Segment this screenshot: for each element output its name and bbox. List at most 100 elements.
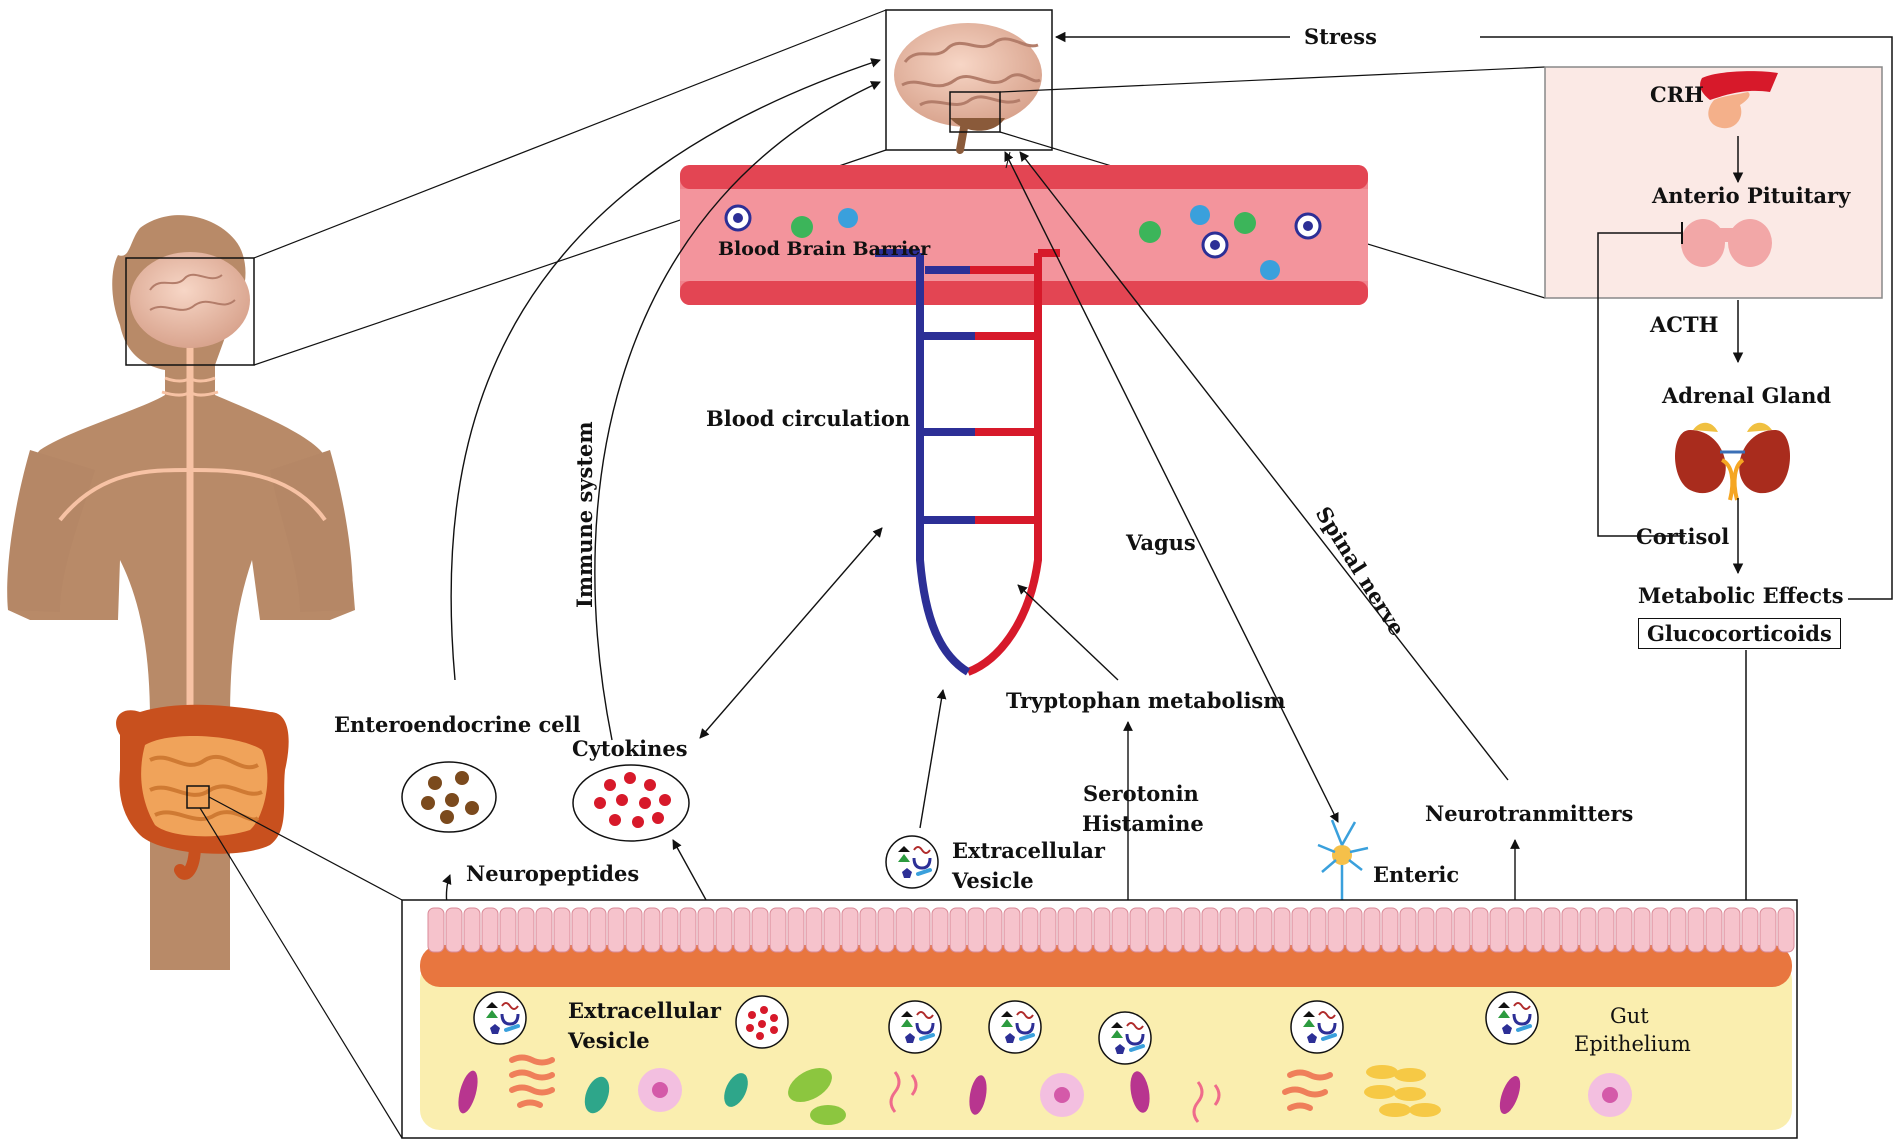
villus — [607, 907, 625, 953]
label-enteric: Enteric — [1373, 862, 1460, 887]
villus — [895, 907, 913, 953]
adrenal-kidney-icon — [1675, 422, 1790, 501]
label-metabolic-effects: Metabolic Effects — [1638, 583, 1844, 608]
villus — [1489, 907, 1507, 953]
villus — [643, 907, 661, 953]
label-enteroendocrine-cell: Enteroendocrine cell — [334, 712, 581, 737]
label-gut-epithelium-1: Gut — [1610, 1004, 1649, 1028]
villus — [1345, 907, 1363, 953]
gut-microbiota — [458, 1054, 1632, 1125]
villus — [913, 907, 931, 953]
label-tryptophan-metabolism: Tryptophan metabolism — [1006, 688, 1286, 713]
villus — [715, 907, 733, 953]
villus — [1687, 907, 1705, 953]
label-extracellular-vesicle-top-1: Extracellular — [952, 838, 1105, 863]
villus — [1507, 907, 1525, 953]
villus — [1525, 907, 1543, 953]
villus — [499, 907, 517, 953]
label-serotonin: Serotonin — [1083, 781, 1199, 806]
villus — [697, 907, 715, 953]
villus — [805, 907, 823, 953]
label-neurotransmitters: Neurotranmitters — [1425, 801, 1634, 826]
villus — [1741, 907, 1759, 953]
villus — [931, 907, 949, 953]
villus — [1165, 907, 1183, 953]
villus — [1021, 907, 1039, 953]
villus — [1453, 907, 1471, 953]
extracellular-vesicle — [1290, 1000, 1344, 1054]
intestinal-villi — [427, 907, 1795, 953]
villus — [1183, 907, 1201, 953]
label-extracellular-vesicle-top-2: Vesicle — [952, 868, 1034, 893]
villus — [1471, 907, 1489, 953]
pituitary-icon — [1681, 219, 1772, 267]
label-gut-epithelium-2: Epithelium — [1574, 1032, 1691, 1056]
villus — [1669, 907, 1687, 953]
villus — [679, 907, 697, 953]
enteric-neuron-icon — [1317, 819, 1369, 910]
villus — [1633, 907, 1651, 953]
label-cortisol: Cortisol — [1636, 524, 1730, 549]
villus — [1309, 907, 1327, 953]
label-anterior-pituitary: Anterio Pituitary — [1652, 183, 1851, 208]
human-silhouette — [7, 215, 355, 971]
villus — [823, 907, 841, 953]
villus — [625, 907, 643, 953]
villus — [463, 907, 481, 953]
extracellular-vesicle — [1485, 991, 1539, 1045]
villus — [769, 907, 787, 953]
label-stress: Stress — [1304, 24, 1377, 49]
label-immune-system: Immune system — [572, 421, 597, 608]
villus — [1093, 907, 1111, 953]
extracellular-vesicle — [888, 1000, 942, 1054]
villus — [1219, 907, 1237, 953]
villus — [877, 907, 895, 953]
villus — [1111, 907, 1129, 953]
label-vagus: Vagus — [1126, 530, 1196, 555]
gut-vesicles — [473, 991, 1539, 1065]
villus — [1399, 907, 1417, 953]
villus — [859, 907, 877, 953]
villus — [985, 907, 1003, 953]
cytokines-cell — [572, 764, 690, 842]
villus — [751, 907, 769, 953]
villus — [1615, 907, 1633, 953]
label-crh: CRH — [1650, 82, 1705, 107]
enteroendocrine-cell — [401, 761, 497, 833]
cytokine-vesicle — [735, 995, 789, 1049]
extracellular-vesicle — [988, 1000, 1042, 1054]
villus — [1435, 907, 1453, 953]
villus — [1363, 907, 1381, 953]
villus — [553, 907, 571, 953]
hypothalamus-zoom-box — [949, 91, 1001, 133]
villus — [1255, 907, 1273, 953]
blood-vessel — [680, 165, 1368, 305]
villus — [1273, 907, 1291, 953]
villus — [1759, 907, 1777, 953]
villus — [1777, 907, 1795, 953]
extracellular-vesicle — [473, 991, 527, 1045]
villus — [1129, 907, 1147, 953]
villus — [1561, 907, 1579, 953]
head-zoom-box — [125, 257, 255, 366]
blood-circulation-loop — [875, 249, 1060, 676]
villus — [1201, 907, 1219, 953]
extracellular-vesicle — [1098, 1011, 1152, 1065]
villus — [517, 907, 535, 953]
label-adrenal-gland: Adrenal Gland — [1662, 383, 1832, 408]
villus — [445, 907, 463, 953]
label-extracellular-vesicle-gut-1: Extracellular — [568, 998, 721, 1023]
label-acth: ACTH — [1650, 312, 1719, 337]
brain-icon — [894, 23, 1042, 154]
label-glucocorticoids: Glucocorticoids — [1638, 618, 1841, 650]
villus — [1291, 907, 1309, 953]
villus — [1579, 907, 1597, 953]
villus — [1237, 907, 1255, 953]
villus — [1597, 907, 1615, 953]
villus — [1723, 907, 1741, 953]
villus — [1147, 907, 1165, 953]
villus — [1381, 907, 1399, 953]
villus — [841, 907, 859, 953]
